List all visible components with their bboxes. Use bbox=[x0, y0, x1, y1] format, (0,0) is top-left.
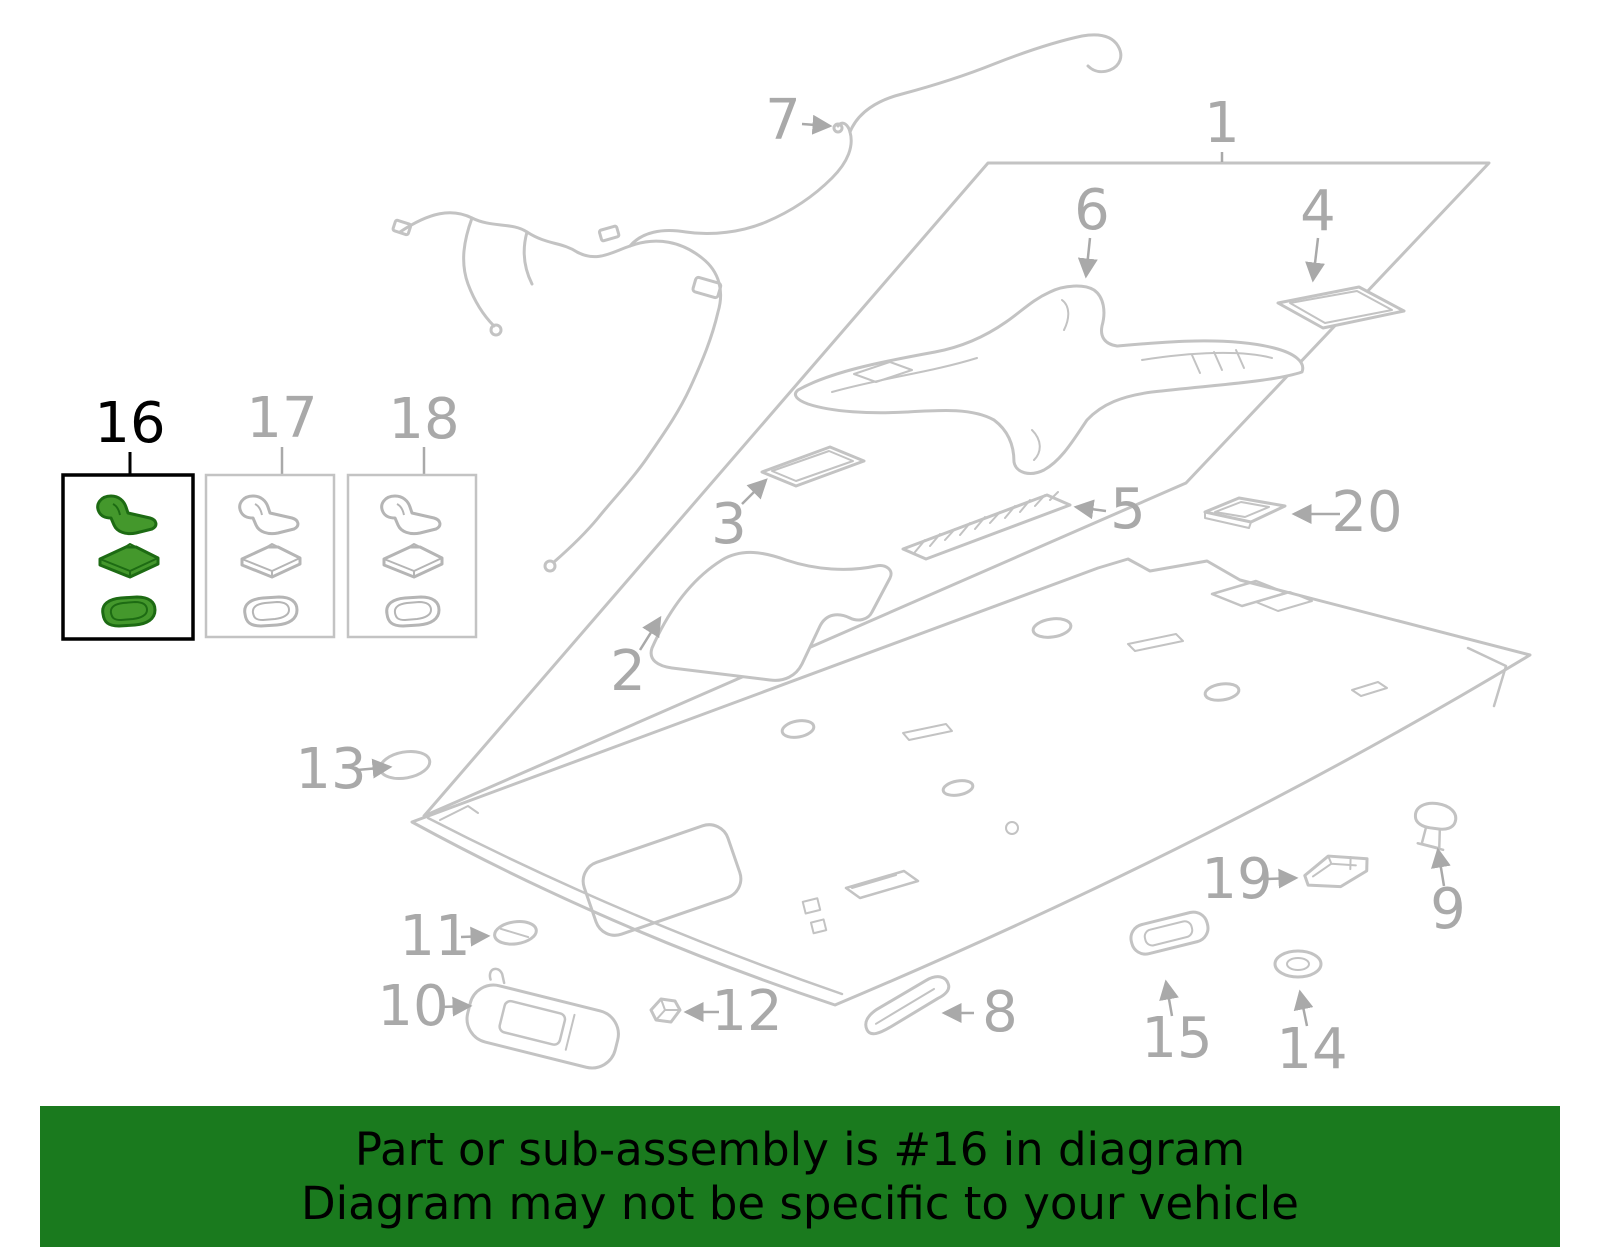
banner-line1: Part or sub-assembly is #16 in diagram bbox=[354, 1122, 1246, 1176]
headliner-panel bbox=[410, 557, 1532, 1007]
part-11-clip bbox=[493, 920, 538, 946]
callout-5: 5 bbox=[1110, 477, 1146, 542]
callout-9: 9 bbox=[1430, 877, 1466, 942]
callout-20: 20 bbox=[1331, 480, 1402, 545]
parts-diagram-svg: 1 2 3 4 5 6 7 8 9 10 11 12 13 14 15 16 1… bbox=[61, 33, 1532, 1082]
leader-lines bbox=[128, 114, 1451, 1027]
callout-17: 17 bbox=[246, 386, 317, 451]
callout-12: 12 bbox=[711, 979, 782, 1044]
callout-1: 1 bbox=[1204, 91, 1240, 156]
part-5-strip bbox=[901, 491, 1072, 561]
callout-8: 8 bbox=[982, 980, 1018, 1045]
part-7-wiring-harness bbox=[391, 33, 1123, 573]
callout-3: 3 bbox=[711, 492, 747, 557]
callout-16-highlighted: 16 bbox=[94, 391, 165, 456]
callout-7: 7 bbox=[765, 88, 801, 153]
info-banner: Part or sub-assembly is #16 in diagram D… bbox=[40, 1106, 1560, 1247]
part-10-sun-visor bbox=[465, 967, 620, 1070]
callout-6: 6 bbox=[1074, 178, 1110, 243]
legend-boxes bbox=[61, 473, 478, 641]
banner-line2: Diagram may not be specific to your vehi… bbox=[301, 1176, 1299, 1230]
callout-14: 14 bbox=[1276, 1017, 1347, 1082]
part-19-bracket bbox=[1303, 854, 1369, 889]
callout-15: 15 bbox=[1141, 1006, 1212, 1071]
part-14-grommet bbox=[1273, 949, 1323, 979]
part-9-clip bbox=[1413, 801, 1458, 852]
part-20-clip bbox=[1203, 496, 1287, 529]
callout-11: 11 bbox=[399, 904, 470, 969]
part-6-console-duct bbox=[793, 284, 1305, 475]
part-2-insulation bbox=[649, 550, 893, 682]
part-3-pad bbox=[760, 445, 866, 488]
diagram-canvas: 1 2 3 4 5 6 7 8 9 10 11 12 13 14 15 16 1… bbox=[61, 33, 1532, 1082]
callout-13: 13 bbox=[295, 737, 366, 802]
callout-18: 18 bbox=[388, 387, 459, 452]
part-8-grab-handle bbox=[864, 975, 951, 1036]
callout-2: 2 bbox=[610, 639, 646, 704]
part-13-pad bbox=[378, 749, 432, 781]
part-4-pad bbox=[1276, 285, 1406, 330]
part-12-clip bbox=[649, 997, 682, 1024]
part-15-lamp bbox=[1129, 910, 1210, 956]
callout-4: 4 bbox=[1300, 179, 1336, 244]
callout-10: 10 bbox=[377, 974, 448, 1039]
callout-19: 19 bbox=[1201, 847, 1272, 912]
